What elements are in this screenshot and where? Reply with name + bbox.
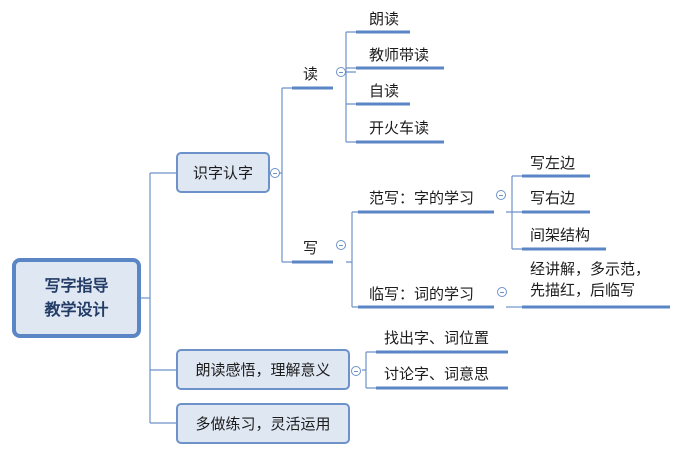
model-item-2[interactable]: 写右边	[530, 186, 575, 208]
branch2-item-1[interactable]: 找出字、词位置	[384, 326, 489, 348]
node-copy-writing[interactable]: 临写：词的学习	[369, 282, 474, 304]
node-write-label: 写	[303, 238, 319, 257]
model-item-3[interactable]: 间架结构	[530, 223, 590, 245]
write-connectors	[346, 211, 358, 308]
read-item-2-label: 教师带读	[369, 45, 430, 64]
root-title-line1: 写字指导	[44, 276, 109, 295]
branch-practice[interactable]: 多做练习，灵活运用	[176, 403, 350, 444]
copy-note-line-1: 经讲解，多示范，	[530, 260, 651, 278]
node-read-label: 读	[303, 64, 319, 83]
branch-practice-label: 多做练习，灵活运用	[195, 415, 331, 433]
collapse-toggle-literacy[interactable]	[270, 168, 280, 178]
branch2-item-2-label: 讨论字、词意思	[384, 364, 490, 383]
model-item-3-label: 间架结构	[530, 225, 591, 244]
branch-reading-comprehension-label: 朗读感悟，理解意义	[195, 361, 331, 379]
read-item-4[interactable]: 开火车读	[369, 116, 429, 138]
read-item-3-label: 自读	[369, 81, 400, 100]
node-model-writing-label: 范写：字的学习	[369, 188, 475, 207]
read-item-3[interactable]: 自读	[369, 79, 399, 101]
root-branches	[150, 172, 176, 424]
collapse-toggle-read[interactable]	[336, 67, 346, 77]
root-title-line2: 教学设计	[44, 300, 109, 319]
model-connectors	[506, 175, 522, 250]
branch-reading-comprehension[interactable]: 朗读感悟，理解意义	[176, 349, 350, 390]
node-model-writing[interactable]: 范写：字的学习	[369, 186, 474, 208]
branch2-connectors	[362, 351, 376, 389]
collapse-toggle-model-writing[interactable]	[496, 190, 506, 200]
copy-note-line-2: 先描红，后临写	[530, 281, 636, 299]
root-node[interactable]: 写字指导 教学设计	[12, 258, 141, 338]
model-item-1-label: 写左边	[530, 153, 576, 172]
branch-literacy-label: 识字认字	[192, 164, 253, 182]
model-item-1[interactable]: 写左边	[530, 151, 575, 173]
collapse-toggle-reading-comprehension[interactable]	[351, 366, 361, 376]
collapse-toggle-write[interactable]	[336, 240, 346, 250]
read-item-1[interactable]: 朗读	[369, 7, 399, 29]
branch2-item-2[interactable]: 讨论字、词意思	[384, 362, 489, 384]
read-connectors	[345, 31, 356, 143]
read-item-1-label: 朗读	[369, 9, 400, 28]
branch2-item-1-label: 找出字、词位置	[384, 328, 490, 347]
node-read[interactable]: 读	[303, 62, 318, 84]
node-copy-writing-label: 临写：词的学习	[369, 284, 475, 303]
node-write[interactable]: 写	[303, 236, 318, 258]
read-item-2[interactable]: 教师带读	[369, 43, 429, 65]
read-item-4-label: 开火车读	[369, 118, 430, 137]
collapse-toggle-copy-writing[interactable]	[497, 287, 507, 297]
branch-literacy[interactable]: 识字认字	[176, 152, 270, 193]
model-item-2-label: 写右边	[530, 188, 576, 207]
copy-note[interactable]: 经讲解，多示范， 先描红，后临写	[530, 259, 670, 301]
